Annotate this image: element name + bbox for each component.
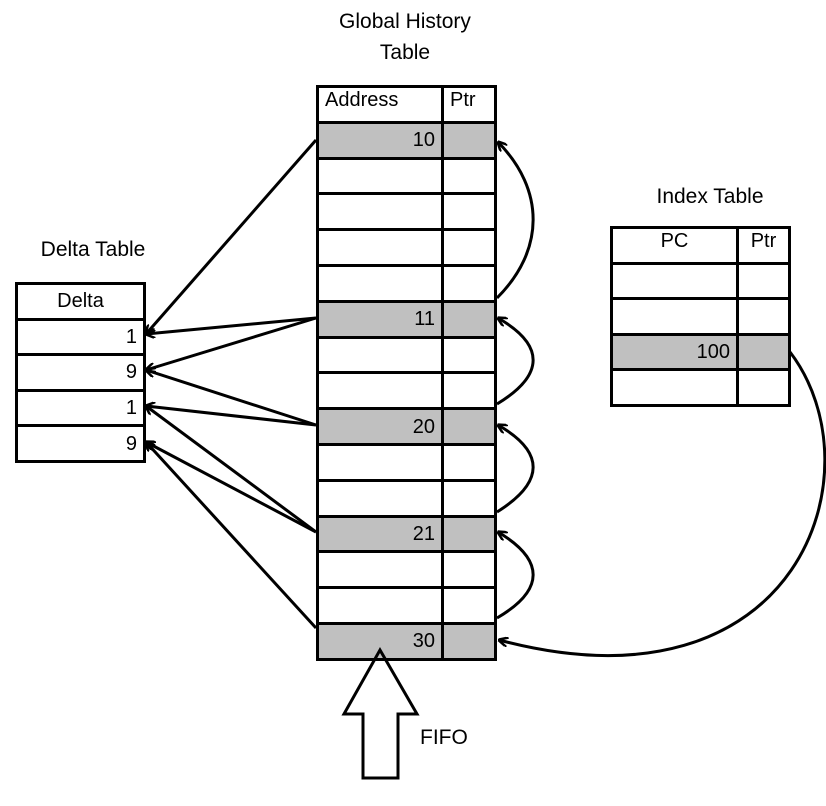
arrow-10-to-delta-1 bbox=[146, 139, 318, 334]
arrow-20-to-delta-1 bbox=[146, 406, 317, 427]
arrow-30-to-delta-9 bbox=[146, 442, 318, 630]
index-pc-header: PC bbox=[610, 226, 739, 265]
ght-address-cell bbox=[316, 156, 444, 196]
delta-table-title: Delta Table bbox=[40, 238, 146, 261]
fifo-label: FIFO bbox=[420, 726, 468, 749]
ght-ptr-cell bbox=[441, 550, 497, 590]
index-ptr-cell bbox=[736, 368, 791, 407]
delta-row: 9 bbox=[15, 424, 146, 463]
ght-ptr-cell bbox=[441, 371, 497, 411]
ght-row bbox=[316, 335, 497, 375]
ght-row bbox=[316, 442, 497, 482]
ght-address-cell bbox=[316, 478, 444, 518]
ght-ptr-cell bbox=[441, 192, 497, 232]
ght-address-cell: 10 bbox=[316, 120, 444, 160]
ght-row: 10 bbox=[316, 120, 497, 160]
index-row: 100 bbox=[610, 332, 791, 371]
fifo-arrow bbox=[341, 646, 420, 780]
arrow-20-to-delta-9 bbox=[146, 370, 317, 427]
ptr-21-to-20 bbox=[497, 425, 535, 514]
delta-header: Delta bbox=[15, 282, 146, 321]
ght-row bbox=[316, 192, 497, 232]
ght-ptr-cell bbox=[441, 407, 497, 446]
ght-row: 30 bbox=[316, 621, 497, 661]
ght-address-cell bbox=[316, 335, 444, 375]
delta-value-cell: 9 bbox=[15, 424, 146, 463]
ght-ptr-header: Ptr bbox=[441, 85, 497, 124]
index-pc-cell bbox=[610, 297, 739, 336]
arrow-21-to-delta-9 bbox=[146, 442, 317, 534]
ptr-11-to-10 bbox=[497, 142, 535, 300]
ght-ptr-cell bbox=[441, 442, 497, 482]
ght-address-cell bbox=[316, 228, 444, 267]
ght-row: 21 bbox=[316, 514, 497, 554]
ght-ptr-cell bbox=[441, 299, 497, 339]
index-row bbox=[610, 297, 791, 336]
arrow-11-to-delta-9 bbox=[146, 316, 317, 370]
ght-ptr-cell bbox=[441, 263, 497, 303]
ght-ptr-cell bbox=[441, 335, 497, 375]
index-row bbox=[610, 261, 791, 300]
index-ptr-cell bbox=[736, 261, 791, 300]
arrow-21-to-delta-1 bbox=[146, 406, 317, 534]
ght-ptr-cell bbox=[441, 120, 497, 160]
ght-ptr-cell bbox=[441, 156, 497, 196]
index-table-title: Index Table bbox=[656, 185, 764, 208]
global-history-table: Address Ptr 10 11 20 21 30 bbox=[316, 85, 497, 661]
ght-address-cell bbox=[316, 371, 444, 411]
ght-address-cell bbox=[316, 550, 444, 590]
ght-row bbox=[316, 228, 497, 267]
ght-address-cell bbox=[316, 263, 444, 303]
index-pc-cell bbox=[610, 368, 739, 407]
ght-address-cell bbox=[316, 586, 444, 625]
ght-row bbox=[316, 550, 497, 590]
index-ptr-header: Ptr bbox=[736, 226, 791, 265]
ptr-30-to-21 bbox=[497, 532, 535, 620]
ght-address-header: Address bbox=[316, 85, 444, 124]
ght-ptr-cell bbox=[441, 228, 497, 267]
index-pc-cell bbox=[610, 261, 739, 300]
ght-ptr-cell bbox=[441, 586, 497, 625]
delta-value-cell: 1 bbox=[15, 317, 146, 357]
global-history-table-title: Global History Table bbox=[339, 10, 471, 64]
ptr-20-to-11 bbox=[497, 318, 535, 406]
ght-row: 11 bbox=[316, 299, 497, 339]
ght-address-cell bbox=[316, 192, 444, 232]
delta-value-cell: 1 bbox=[15, 388, 146, 428]
ght-row bbox=[316, 263, 497, 303]
ght-address-cell: 21 bbox=[316, 514, 444, 554]
ght-address-cell bbox=[316, 442, 444, 482]
ght-ptr-cell bbox=[441, 621, 497, 661]
ght-address-cell: 30 bbox=[316, 621, 444, 661]
ght-ptr-cell bbox=[441, 478, 497, 518]
index-ptr-cell bbox=[736, 332, 791, 371]
ght-row bbox=[316, 371, 497, 411]
arrow-11-to-delta-1 bbox=[146, 316, 317, 334]
ght-address-cell: 20 bbox=[316, 407, 444, 446]
index-ptr-to-30 bbox=[499, 351, 826, 657]
ght-row bbox=[316, 586, 497, 625]
ght-address-cell: 11 bbox=[316, 299, 444, 339]
delta-row: 1 bbox=[15, 388, 146, 428]
delta-value-cell: 9 bbox=[15, 353, 146, 392]
delta-row: 1 bbox=[15, 317, 146, 357]
index-pc-cell: 100 bbox=[610, 332, 739, 371]
ght-header-row: Address Ptr bbox=[316, 85, 497, 124]
delta-header-row: Delta bbox=[15, 282, 146, 321]
index-row bbox=[610, 368, 791, 407]
index-table: PC Ptr 100 bbox=[610, 226, 791, 407]
ght-row bbox=[316, 156, 497, 196]
index-header-row: PC Ptr bbox=[610, 226, 791, 265]
ght-ptr-cell bbox=[441, 514, 497, 554]
ght-row bbox=[316, 478, 497, 518]
index-ptr-cell bbox=[736, 297, 791, 336]
ght-row: 20 bbox=[316, 407, 497, 446]
delta-row: 9 bbox=[15, 353, 146, 392]
